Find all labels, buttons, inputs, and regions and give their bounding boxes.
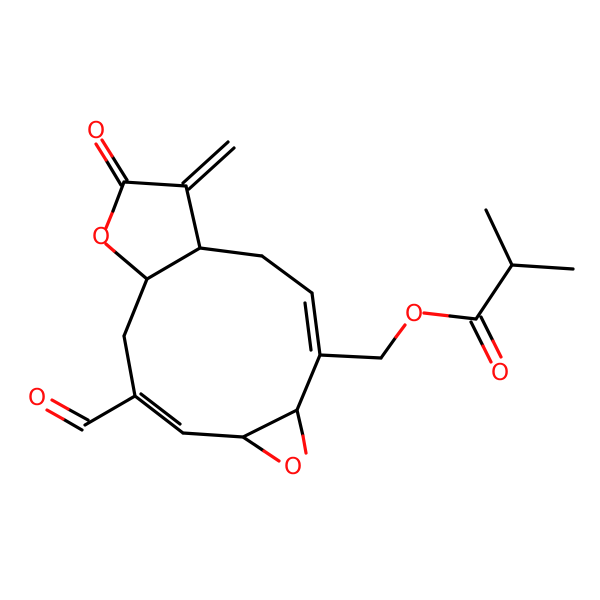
bond-ch2-to-vinyl-ch [260, 254, 314, 295]
bond-ester-oxygen-to-acyl-carbon-red [422, 311, 452, 318]
bond-vinyl-c-to-epoxide-carbon [295, 353, 322, 412]
oxygen-ester-link-label: O [405, 301, 423, 327]
bond-exo-carbon-to-ring-fusion [184, 184, 202, 250]
bond-lactone-oxygen-to-carbonyl [111, 180, 126, 213]
bond-methylene-double-b [187, 146, 236, 191]
bond-alkene-c-to-ch2 [122, 334, 137, 398]
bond-ring-fusion-to-ch2 [198, 246, 264, 258]
bond-epoxide-carbon2-to-epoxide-oxygen [241, 435, 266, 453]
bond-oxymethylene-to-ester-oxygen-red [394, 323, 407, 339]
bond-epoxide-carbon-to-epoxide-oxygen-red [301, 434, 308, 455]
atom-label-layer: O O O O O O [28, 118, 509, 480]
bond-epoxide-carbon-to-alkene-ch [181, 431, 245, 439]
bond-oxymethylene-to-ester-oxygen [379, 335, 398, 360]
bond-lactone-oxygen-to-carbonyl-red [104, 209, 115, 230]
oxygen-aldehyde-label: O [28, 385, 46, 411]
oxygen-ketone-label: O [87, 118, 105, 144]
bond-ketone-double-a-red [100, 138, 114, 158]
bond-alkene-ch-to-alkene-c-inner [139, 392, 182, 426]
bond-ketone-double-b [104, 158, 123, 187]
bond-epoxide-carbon-to-epoxide-carbon [241, 408, 299, 439]
bond-aldehyde-double-b [61, 417, 84, 432]
oxygen-epoxide-label: O [284, 454, 302, 480]
bond-isopropyl-ch-to-methyl-top [484, 208, 514, 267]
bond-vinyl-ch-to-vinyl-c [310, 291, 322, 357]
bond-vinyl-ch-to-vinyl-c-inner [303, 301, 313, 352]
bond-isopropyl-ch-to-methyl-right [510, 263, 575, 271]
bond-ester-carbonyl-double-a-red [481, 344, 493, 364]
bond-alkene-c-to-aldehyde-carbon [83, 394, 137, 427]
bond-layer [45, 138, 575, 463]
bond-epoxide-carbon-to-epoxide-oxygen [295, 408, 305, 438]
bond-aldehyde-double-a [66, 407, 90, 422]
bond-lactone-carbonyl-to-exo-carbon [122, 180, 188, 188]
bond-epoxide-carbon2-to-epoxide-oxygen-red [262, 449, 281, 463]
oxygen-ester-carbonyl-label: O [491, 360, 509, 386]
bond-vinyl-c-to-oxymethylene [318, 353, 383, 360]
bond-acyl-carbon-to-isopropyl-ch [474, 263, 514, 321]
bond-ester-oxygen-to-acyl-carbon [448, 314, 478, 321]
bond-ketone-double-a [110, 154, 129, 182]
bond-ring-fusion-to-ring-fusion [145, 246, 202, 281]
bond-ch2-to-ring-fusion [122, 277, 149, 338]
bond-aldehyde-double-b-red [45, 408, 65, 421]
bond-methylene-double-a [181, 140, 230, 185]
oxygen-lactone-label: O [92, 224, 110, 250]
bond-ester-carbonyl-double-b-red [491, 339, 503, 359]
bond-ketone-double-b-red [94, 142, 108, 162]
bond-ring-fusion-to-lactone-oxygen [112, 249, 149, 281]
bond-ester-carbonyl-double-b [479, 315, 495, 343]
bond-ester-carbonyl-double-a [469, 320, 485, 348]
bond-aldehyde-double-a-red [50, 398, 70, 411]
bond-lactone-oxygen-to-ring-fusion-red [104, 242, 116, 253]
bond-alkene-ch-to-alkene-c [133, 394, 185, 435]
